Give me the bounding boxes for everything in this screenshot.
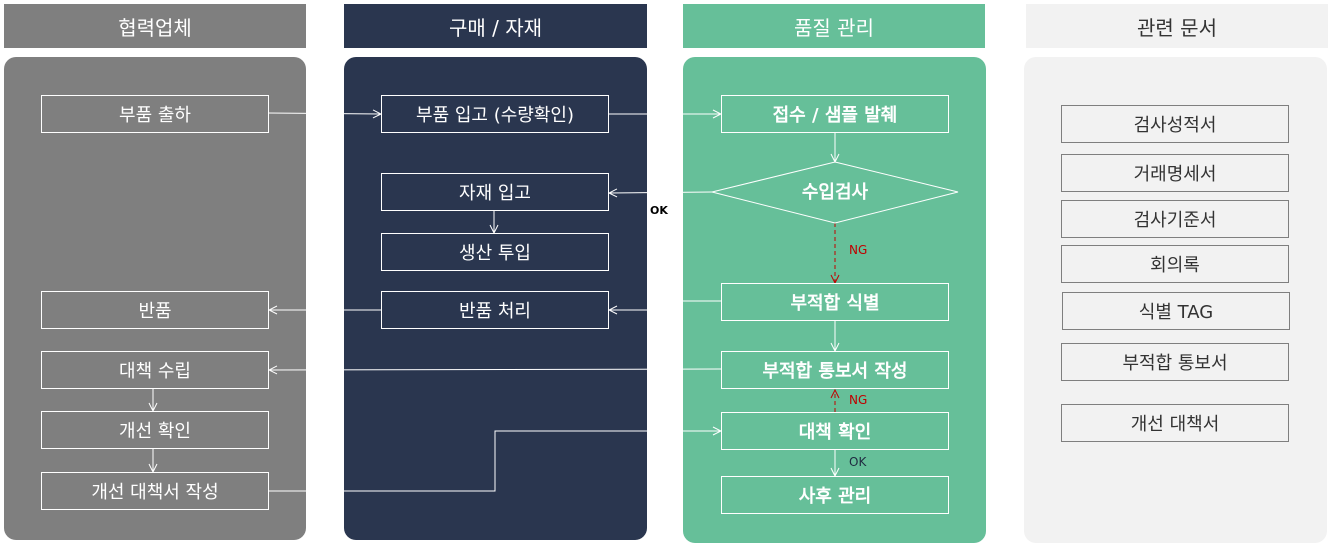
step-notice: 부적합 통보서 작성 <box>721 351 949 389</box>
label-ng-measure: NG <box>849 393 868 407</box>
arrow-nonconform-to-return <box>609 300 721 310</box>
inspection-diamond <box>711 161 959 224</box>
step-inspection-label: 수입검사 <box>801 182 869 203</box>
lane-header-quality: 품질 관리 <box>683 4 985 48</box>
lane-panel-supplier <box>4 57 306 540</box>
doc-meeting-minutes: 회의록 <box>1061 245 1289 283</box>
doc-id-tag: 식별 TAG <box>1062 292 1290 330</box>
doc-inspection-standard: 검사기준서 <box>1061 200 1289 238</box>
step-improve-check: 개선 확인 <box>41 411 269 449</box>
step-sample: 접수 / 샘플 발췌 <box>721 95 949 133</box>
step-nonconformance: 부적합 식별 <box>721 283 949 321</box>
step-material-in: 자재 입고 <box>381 173 609 211</box>
lane-header-documents: 관련 문서 <box>1026 4 1328 48</box>
step-plan-measures: 대책 수립 <box>41 351 269 389</box>
doc-improvement-plan: 개선 대책서 <box>1061 404 1289 442</box>
step-return: 반품 <box>41 291 269 329</box>
step-measure-check: 대책 확인 <box>721 412 949 450</box>
label-ng-inspection: NG <box>849 243 868 257</box>
label-ok-measure: OK <box>849 455 867 469</box>
step-production: 생산 투입 <box>381 233 609 271</box>
doc-nonconformance-notice: 부적합 통보서 <box>1061 343 1289 381</box>
step-follow-up: 사후 관리 <box>721 476 949 514</box>
lane-header-supplier: 협력업체 <box>4 4 306 48</box>
doc-inspection-report: 검사성적서 <box>1061 105 1289 143</box>
arrow-notice-to-plan <box>269 369 722 370</box>
step-receive-parts: 부품 입고 (수량확인) <box>381 95 609 133</box>
label-ok-inspection: OK <box>650 204 668 217</box>
arrow-inspection-ok <box>609 192 713 193</box>
arrow-ship-to-receive <box>267 113 381 114</box>
doc-transaction-statement: 거래명세서 <box>1061 154 1289 192</box>
arrow-report-to-measure <box>268 431 721 492</box>
lane-header-purchase: 구매 / 자재 <box>344 4 647 48</box>
step-return-process: 반품 처리 <box>381 291 609 329</box>
step-ship-parts: 부품 출하 <box>41 95 269 133</box>
step-write-report: 개선 대책서 작성 <box>41 472 269 510</box>
